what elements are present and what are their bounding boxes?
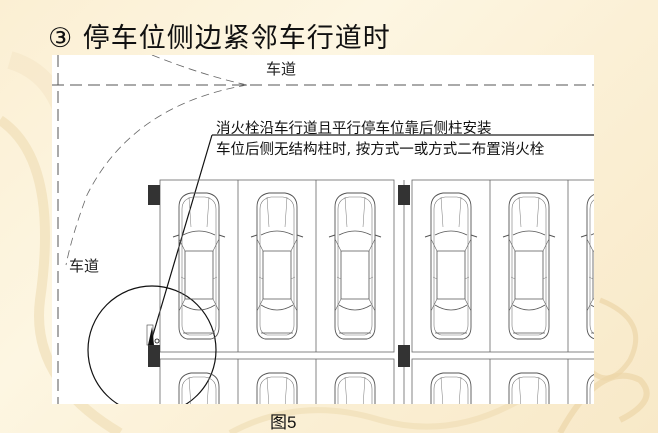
column <box>148 185 160 205</box>
top-lane-label: 车道 <box>266 60 297 78</box>
column <box>398 345 410 367</box>
figure-caption: 图5 <box>270 413 297 432</box>
slide-title: ③ 停车位侧边紧邻车行道时 <box>48 23 391 54</box>
column <box>398 185 410 205</box>
column <box>148 345 160 367</box>
note-line-1: 消火栓沿车行道且平行停车位靠后侧柱安装 <box>216 121 492 137</box>
note-line-2: 车位后侧无结构柱时, 按方式一或方式二布置消火栓 <box>216 142 545 158</box>
left-lane-label: 车道 <box>69 257 100 275</box>
diagram-drawing <box>52 55 594 404</box>
leader-line <box>149 134 213 346</box>
coverage-circle <box>87 285 217 404</box>
parking-diagram: 车道 车道 消火栓沿车行道且平行停车位靠后侧柱安装 车位后侧无结构柱时, 按方式… <box>52 55 594 404</box>
